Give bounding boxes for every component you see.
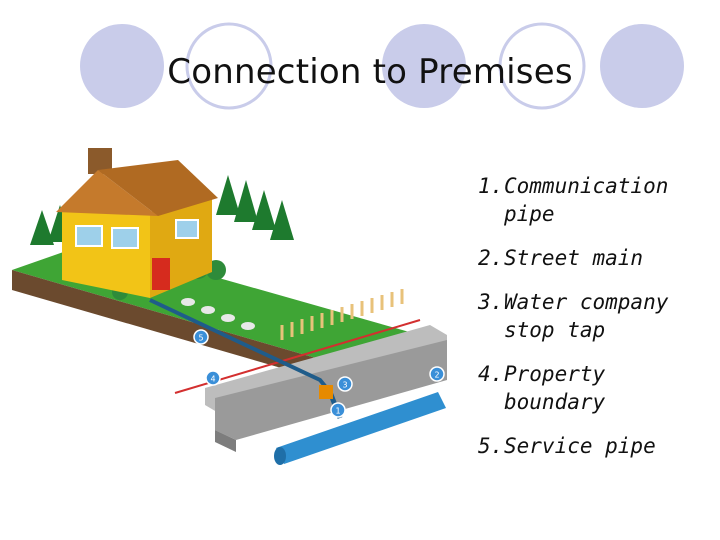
deco-circle bbox=[600, 24, 684, 108]
legend-item: 5.Service pipe bbox=[478, 432, 714, 460]
stop-tap bbox=[319, 385, 333, 399]
legend-text: Street main bbox=[504, 246, 644, 270]
legend-number: 4. bbox=[478, 362, 504, 386]
marker-3: 3 bbox=[337, 376, 353, 392]
marker-5: 5 bbox=[193, 329, 209, 345]
legend-text: Communication pipe bbox=[504, 174, 669, 226]
soil-front bbox=[12, 270, 340, 385]
legend-item: 1.Communication pipe bbox=[478, 172, 714, 228]
marker-2-label: 2 bbox=[434, 371, 439, 380]
tree bbox=[234, 180, 258, 222]
road-edge bbox=[215, 430, 236, 452]
marker-3-label: 3 bbox=[342, 381, 347, 390]
roof-slope bbox=[98, 160, 218, 216]
marker-1: 1 bbox=[330, 402, 346, 418]
legend-item: 4.Property boundary bbox=[478, 360, 714, 416]
tree bbox=[252, 190, 276, 230]
window bbox=[111, 227, 139, 249]
street-main-pipe-end bbox=[274, 447, 286, 465]
path-stones bbox=[181, 298, 255, 330]
street-main-pipe bbox=[276, 392, 446, 464]
front-door bbox=[152, 258, 170, 290]
legend-number: 1. bbox=[478, 174, 504, 198]
marker-5-label: 5 bbox=[198, 334, 203, 343]
decorative-circles bbox=[80, 22, 684, 110]
marker-4: 4 bbox=[205, 370, 221, 386]
legend-number: 3. bbox=[478, 290, 504, 314]
legend-text: Service pipe bbox=[504, 434, 656, 458]
legend-text: Property boundary bbox=[504, 362, 606, 414]
tree bbox=[270, 200, 294, 240]
legend-text: Water company stop tap bbox=[504, 290, 669, 342]
window bbox=[75, 225, 103, 247]
legend-number: 5. bbox=[478, 434, 504, 458]
tree bbox=[216, 175, 240, 215]
house bbox=[56, 148, 218, 298]
roof-gable bbox=[56, 170, 158, 216]
legend-item: 3.Water company stop tap bbox=[478, 288, 714, 344]
deco-circle bbox=[185, 22, 273, 110]
deco-circle bbox=[382, 24, 466, 108]
marker-4-label: 4 bbox=[210, 375, 215, 384]
tree bbox=[30, 210, 54, 245]
deco-circle bbox=[498, 22, 586, 110]
window bbox=[175, 219, 199, 239]
deco-circle bbox=[80, 24, 164, 108]
house-connection-illustration: 1 2 3 4 5 bbox=[12, 148, 447, 465]
legend-list: 1.Communication pipe 2.Street main 3.Wat… bbox=[478, 172, 714, 476]
marker-1-label: 1 bbox=[335, 407, 340, 416]
legend-item: 2.Street main bbox=[478, 244, 714, 272]
slide-title: Connection to Premises bbox=[167, 52, 573, 92]
fence bbox=[280, 289, 404, 340]
legend-number: 2. bbox=[478, 246, 504, 270]
marker-2: 2 bbox=[429, 366, 445, 382]
